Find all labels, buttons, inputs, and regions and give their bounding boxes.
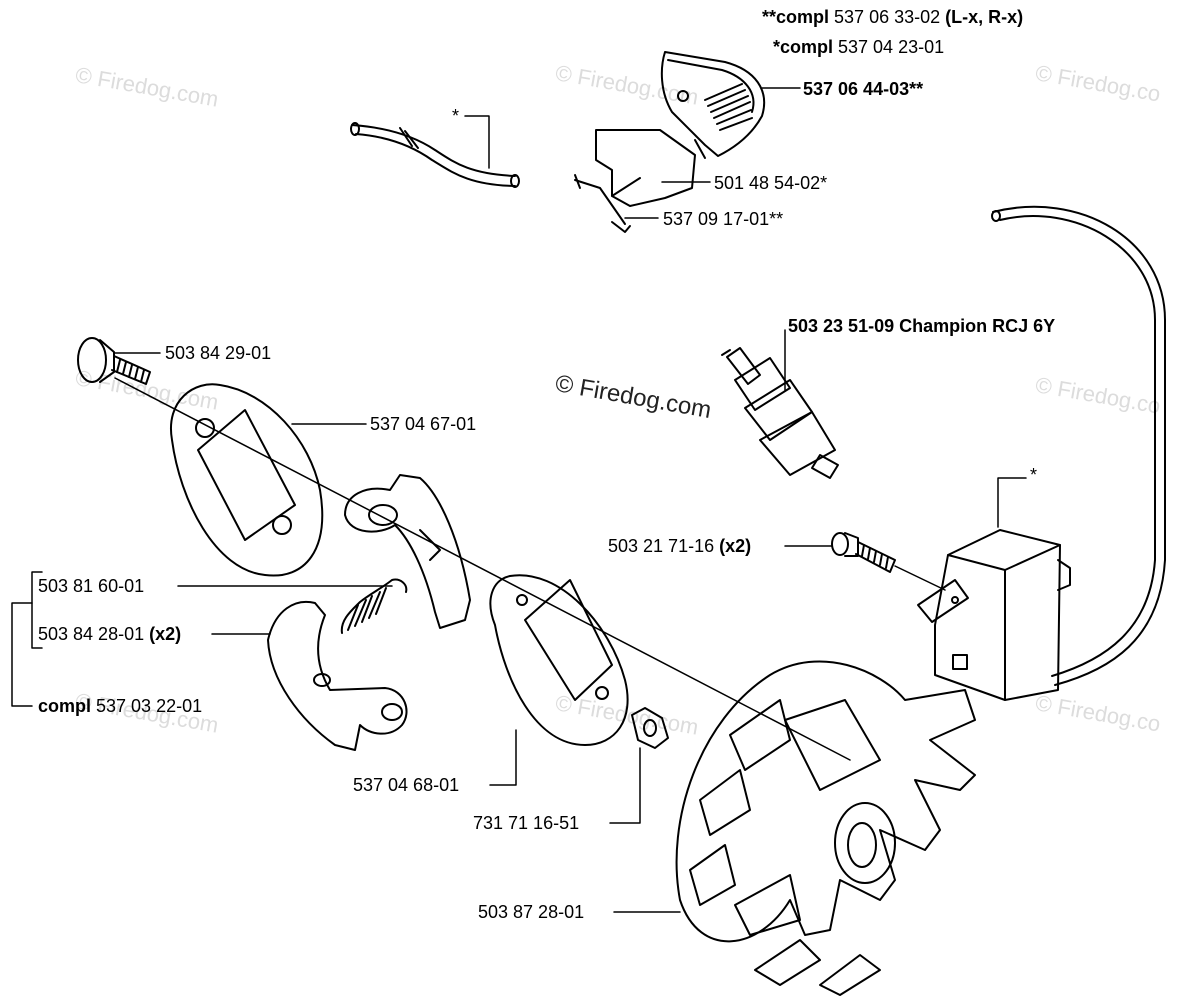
screw-part <box>831 532 896 573</box>
label-spark-plug: 503 23 51-09 Champion RCJ 6Y <box>788 316 1056 336</box>
leader-line <box>997 477 1027 528</box>
leader-line <box>609 747 641 824</box>
ignition-module-part <box>917 529 1071 701</box>
clutch-plate-part <box>169 383 324 577</box>
label-537-09-17-01: 537 09 17-01** <box>663 209 784 229</box>
leader-line <box>489 729 517 786</box>
label-asterisk-hose: * <box>452 106 460 126</box>
plate-part <box>595 129 696 207</box>
ignition-wire-part <box>991 205 1166 686</box>
spark-plug-part <box>721 347 839 479</box>
label-503-84-29-01: 503 84 29-01 <box>165 343 272 363</box>
label-731-71-16-51: 731 71 16-51 <box>473 813 580 833</box>
leader-line <box>464 115 490 169</box>
label-503-21-71-16: 503 21 71-16 (x2) <box>608 536 752 556</box>
bracket-line <box>31 571 43 649</box>
label-537-04-68-01: 537 04 68-01 <box>353 775 460 795</box>
nut-part <box>631 707 669 749</box>
label-compl-537-03-22-01: compl 537 03 22-01 <box>38 696 203 716</box>
label-537-04-67-01: 537 04 67-01 <box>370 414 477 434</box>
centerline <box>114 377 851 761</box>
cover-part <box>660 51 766 159</box>
label-503-87-28-01: 503 87 28-01 <box>478 902 585 922</box>
label-501-48-54-02: 501 48 54-02* <box>714 173 828 193</box>
label-compl-537-04-23-01: *compl 537 04 23-01 <box>773 37 945 57</box>
clutch-drum-plate-part <box>489 574 629 746</box>
label-asterisk-ignition: * <box>1030 465 1038 485</box>
clutch-shoe-part <box>344 474 471 629</box>
fuel-hose-part <box>350 122 520 188</box>
spring-part <box>340 578 408 634</box>
centerline <box>894 565 946 591</box>
label-compl-537-06-33-02: **compl 537 06 33-02 (L-x, R-x) <box>762 7 1024 27</box>
flywheel-part <box>675 660 976 996</box>
clutch-shoe-part <box>267 600 408 751</box>
bracket-line <box>11 602 33 707</box>
rod-part <box>574 174 631 233</box>
bolt-part <box>77 337 151 385</box>
label-503-81-60-01: 503 81 60-01 <box>38 576 145 596</box>
label-503-84-28-01: 503 84 28-01 (x2) <box>38 624 182 644</box>
label-537-06-44-03: 537 06 44-03** <box>803 79 924 99</box>
